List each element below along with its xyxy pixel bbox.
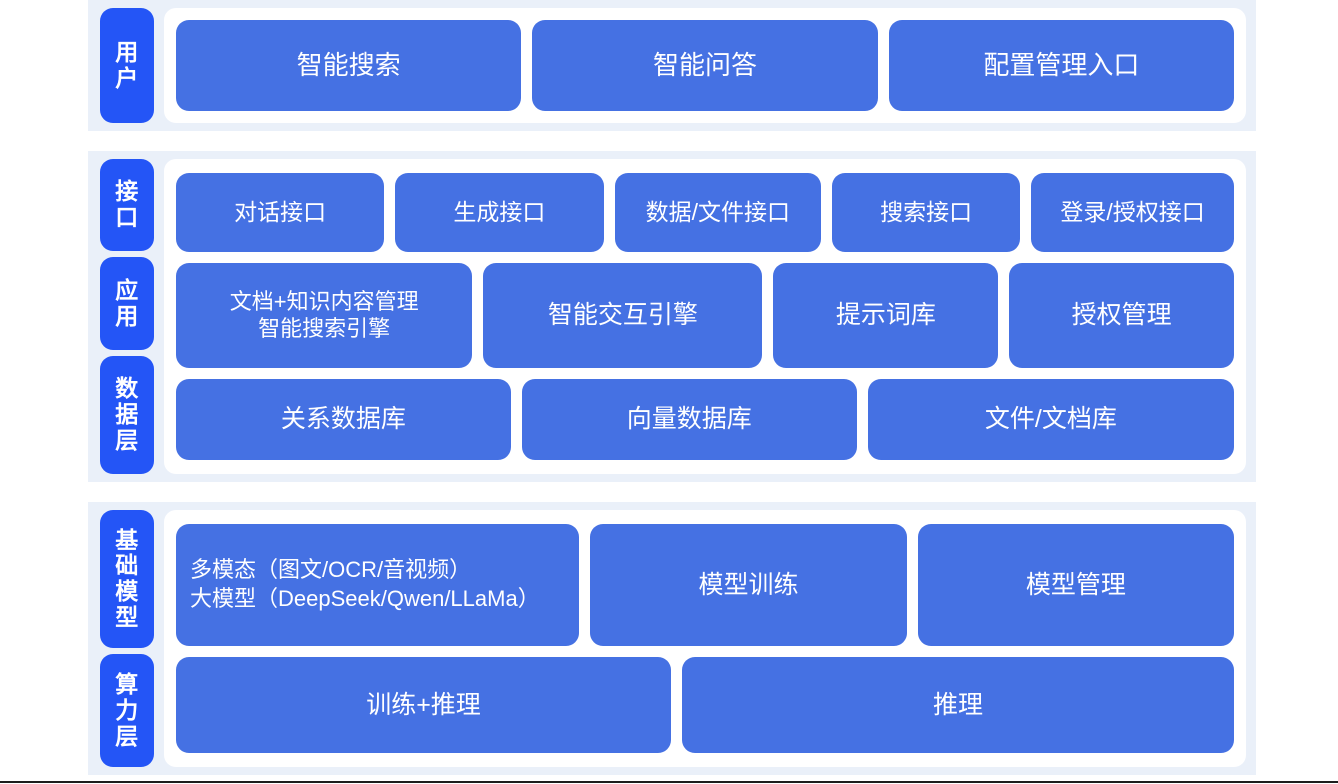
tile-inference[interactable]: 推理 — [682, 656, 1234, 753]
layer-label-compute-char-0: 算 — [115, 671, 139, 698]
foundation-model-row: 多模态（图文/OCR/音视频） 大模型（DeepSeek/Qwen/LLaMa）… — [176, 524, 1234, 646]
user-entry-row: 智能搜索 智能问答 配置管理入口 — [176, 20, 1234, 111]
platform-layer-label-column: 接 口 应 用 数 据 层 — [100, 159, 154, 475]
infrastructure-layer-card: 多模态（图文/OCR/音视频） 大模型（DeepSeek/Qwen/LLaMa）… — [164, 510, 1246, 767]
layer-label-user-char-1: 户 — [115, 64, 139, 91]
tile-data-file-api[interactable]: 数据/文件接口 — [614, 173, 822, 252]
tile-intelligent-qa[interactable]: 智能问答 — [532, 20, 878, 111]
layer-label-compute-char-2: 层 — [115, 722, 139, 749]
layer-label-application-char-1: 用 — [115, 302, 139, 329]
compute-row: 训练+推理 推理 — [176, 656, 1234, 753]
layer-label-data: 数 据 层 — [100, 355, 154, 475]
tile-search-api[interactable]: 搜索接口 — [832, 173, 1021, 252]
layer-label-interface-char-1: 口 — [115, 204, 139, 231]
tile-document-knowledge-management[interactable]: 文档+知识内容管理 智能搜索引擎 — [176, 262, 473, 368]
layer-label-data-char-0: 数 — [115, 375, 139, 402]
layer-label-compute-char-1: 力 — [115, 696, 139, 723]
tile-login-auth-api[interactable]: 登录/授权接口 — [1031, 173, 1234, 252]
interface-row: 对话接口 生成接口 数据/文件接口 搜索接口 登录/授权接口 — [176, 173, 1234, 252]
layer-label-foundation-model-char-0: 基 — [115, 526, 139, 553]
bottom-divider — [0, 781, 1338, 783]
tile-generation-api[interactable]: 生成接口 — [395, 173, 604, 252]
layer-label-user-char-0: 用 — [115, 38, 139, 65]
tile-dialogue-api[interactable]: 对话接口 — [176, 173, 385, 252]
layer-label-foundation-model: 基 础 模 型 — [100, 510, 154, 649]
tile-prompt-library[interactable]: 提示词库 — [773, 262, 999, 368]
layer-label-data-char-1: 据 — [115, 401, 139, 428]
layer-label-foundation-model-char-2: 模 — [115, 578, 139, 605]
tile-authorization-management[interactable]: 授权管理 — [1009, 262, 1235, 368]
data-row: 关系数据库 向量数据库 文件/文档库 — [176, 378, 1235, 460]
infrastructure-layer-section: 基 础 模 型 算 力 层 多模态（图文/OCR/音视频） 大模型（DeepSe… — [88, 502, 1256, 775]
layer-label-user: 用 户 — [100, 8, 154, 123]
user-layer-card: 智能搜索 智能问答 配置管理入口 — [164, 8, 1246, 123]
tile-file-document-store[interactable]: 文件/文档库 — [867, 378, 1235, 460]
tile-training-and-inference[interactable]: 训练+推理 — [176, 656, 671, 753]
layer-label-data-char-2: 层 — [115, 426, 139, 453]
platform-layer-card: 对话接口 生成接口 数据/文件接口 搜索接口 登录/授权接口 文档+知识内容管理… — [164, 159, 1246, 474]
layer-label-application: 应 用 — [100, 257, 154, 350]
layer-label-interface: 接 口 — [100, 159, 154, 252]
infrastructure-layer-label-column: 基 础 模 型 算 力 层 — [100, 510, 154, 767]
layer-label-compute: 算 力 层 — [100, 654, 154, 767]
platform-layer-section: 接 口 应 用 数 据 层 对话接口 生成接口 — [88, 151, 1256, 482]
user-layer-label-column: 用 户 — [100, 8, 154, 123]
tile-model-training[interactable]: 模型训练 — [590, 524, 907, 646]
tile-relational-database[interactable]: 关系数据库 — [176, 378, 511, 460]
tile-model-management[interactable]: 模型管理 — [917, 524, 1234, 646]
tile-config-management-entry[interactable]: 配置管理入口 — [888, 20, 1234, 111]
application-row: 文档+知识内容管理 智能搜索引擎 智能交互引擎 提示词库 授权管理 — [176, 262, 1235, 368]
tile-vector-database[interactable]: 向量数据库 — [521, 378, 857, 460]
layer-label-application-char-0: 应 — [115, 276, 139, 303]
tile-intelligent-interaction-engine[interactable]: 智能交互引擎 — [483, 262, 763, 368]
layer-label-foundation-model-char-3: 型 — [115, 603, 139, 630]
layer-label-foundation-model-char-1: 础 — [115, 552, 139, 579]
layer-label-interface-char-0: 接 — [115, 178, 139, 205]
user-layer-section: 用 户 智能搜索 智能问答 配置管理入口 — [88, 0, 1256, 131]
tile-intelligent-search[interactable]: 智能搜索 — [176, 20, 522, 111]
tile-multimodal-large-model[interactable]: 多模态（图文/OCR/音视频） 大模型（DeepSeek/Qwen/LLaMa） — [176, 524, 580, 646]
